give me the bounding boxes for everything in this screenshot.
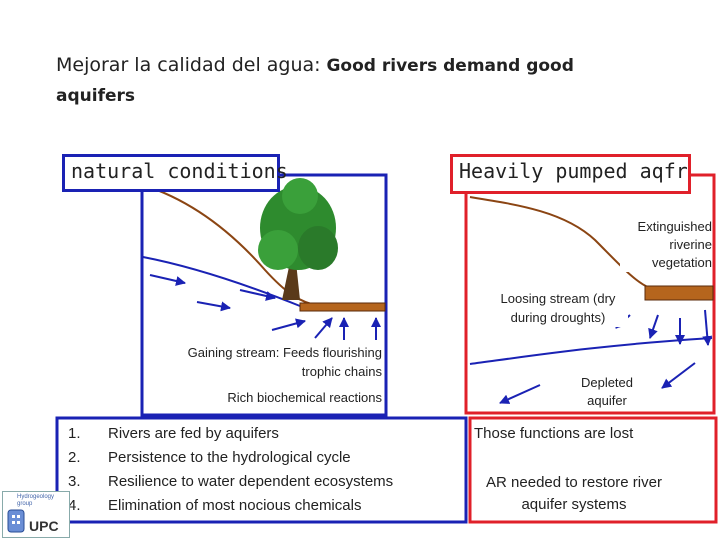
- extinguished-vegetation-label: Extinguished riverine vegetation: [620, 218, 712, 272]
- left-terrain-surface: [142, 184, 385, 307]
- rich-reactions-label: Rich biochemical reactions: [227, 390, 382, 405]
- left-flow-arrows: [149, 274, 381, 340]
- list-item: 3.Resilience to water dependent ecosyste…: [68, 473, 394, 490]
- depleted-aquifer-label: Depleted aquifer: [580, 375, 634, 408]
- logo-text: Hydrogeology group: [17, 494, 55, 507]
- list-item: 4.Elimination of most nocious chemicals: [68, 497, 362, 514]
- title-english-continued: aquifers: [56, 86, 135, 106]
- title-english: Good rivers demand good: [320, 56, 574, 76]
- left-water-table: [142, 256, 301, 307]
- upc-logo: Hydrogeology group UPC: [2, 491, 70, 538]
- list-item: 1.Rivers are fed by aquifers: [68, 425, 279, 442]
- loosing-stream-label: Loosing stream (dry during droughts): [488, 289, 628, 327]
- functions-list: 1.Rivers are fed by aquifers 2.Persisten…: [68, 422, 460, 518]
- left-panel-title: natural conditions: [62, 154, 288, 192]
- left-list-frame: [55, 416, 468, 524]
- right-panel-title: Heavily pumped aqfr: [450, 154, 691, 194]
- slide-title: Mejorar la calidad del agua: Good rivers…: [56, 50, 666, 111]
- right-water-table: [469, 337, 713, 365]
- gaining-stream-label: Gaining stream: Feeds flourishing trophi…: [187, 345, 382, 379]
- tree-icon: [258, 178, 338, 300]
- right-notes-frame: [468, 416, 718, 524]
- left-riverbed: [299, 302, 386, 312]
- ar-needed-note: AR needed to restore river aquifer syste…: [486, 474, 662, 513]
- left-panel-title-text: natural conditions: [71, 159, 288, 183]
- logo-name: UPC: [29, 518, 59, 534]
- right-terrain-surface: [469, 196, 713, 289]
- functions-lost-note: Those functions are lost: [474, 425, 634, 442]
- list-item: 2.Persistence to the hydrological cycle: [68, 449, 351, 466]
- right-panel-title-text: Heavily pumped aqfr: [459, 159, 688, 183]
- title-spanish: Mejorar la calidad del agua:: [56, 54, 321, 76]
- right-riverbed: [644, 285, 714, 301]
- logo-emblem-icon: [7, 509, 25, 533]
